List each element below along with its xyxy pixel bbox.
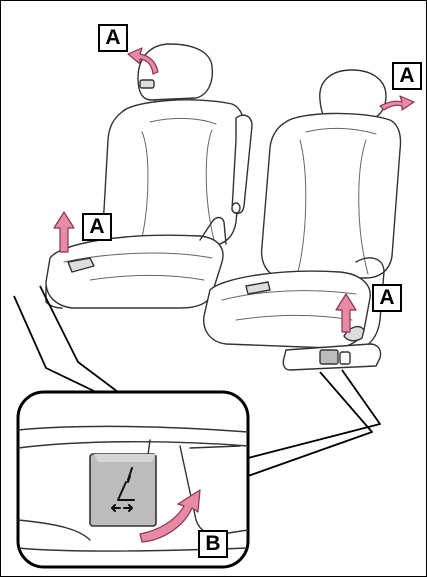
callout-a-headrest-left: A [98, 24, 128, 52]
left-headrest [138, 44, 212, 100]
right-seat-switch [320, 350, 338, 364]
left-seatback [104, 100, 245, 246]
callout-b-switch: B [198, 530, 228, 558]
left-headrest-button [140, 80, 154, 88]
callout-a-lever-right: A [372, 284, 402, 312]
callout-a-headrest-right: A [392, 62, 422, 90]
left-seat [46, 44, 252, 308]
callout-a-lever-left: A [82, 213, 112, 241]
right-seatback [262, 113, 401, 278]
